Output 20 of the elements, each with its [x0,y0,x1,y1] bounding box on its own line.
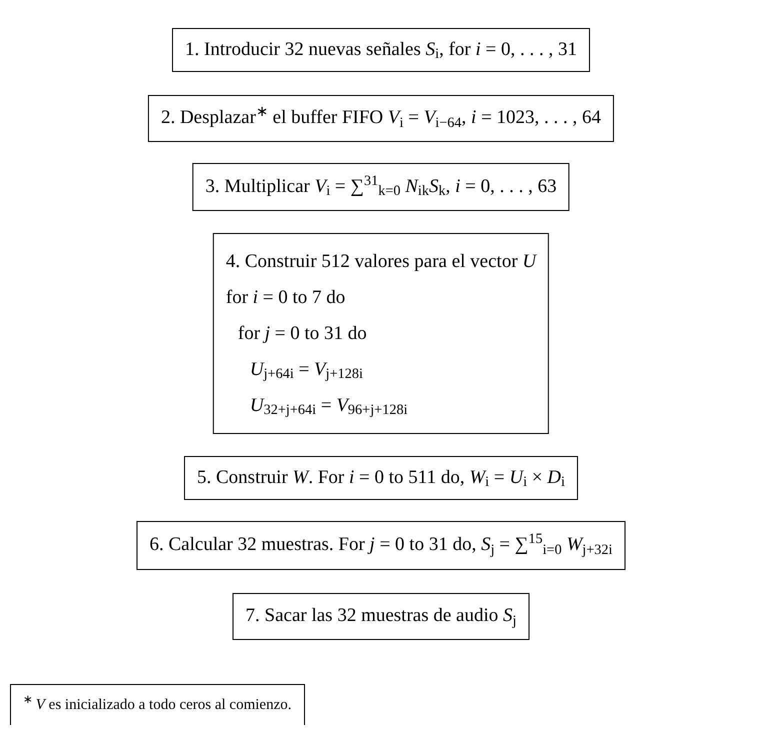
step-text: 1. Introducir 32 nuevas señales S$_{i}$, for i = 0, . . . , 31 [185,38,577,64]
pseudocode-line: for i = 0 to 7 do [226,286,346,310]
step-text: 4. Construir 512 valores para el vector U [226,250,536,274]
footnote-text: $^{∗}$ V es inicializado a todo ceros al comienzo. [23,694,292,715]
step-box [184,456,578,500]
step-box [148,95,614,142]
pseudocode-line: U$_{j+64i}$ = V$_{j+128i}$ [248,358,364,384]
step-box [212,233,550,434]
footnote-box [10,684,304,725]
step-text: 5. Construir W. For i = 0 to 511 do, W$_{i}$ = U$_{i}$ × D$_{i}$ [197,466,565,492]
step-text: 3. Multiplicar V$_{i}$ = ∑$^{31}$$_{k=0}$ N$_{ik}$S$_{k}$, i = 0, . . . , 63 [205,172,557,202]
step-text: 7. Sacar las 32 muestras de audio S$_{j}$ [246,604,516,631]
step-box [232,593,530,640]
step-box [192,163,570,211]
step-text: 6. Calcular 32 muestras. For j = 0 to 31 do, S$_{j}$ = ∑$^{15}$$_{i=0}$ W$_{j+32i}$ [150,531,612,560]
step-box [136,521,626,570]
pseudocode-line: U$_{32+j+64i}$ = V$_{96+j+128i}$ [248,394,409,420]
pseudocode-line: for j = 0 to 31 do [236,322,368,346]
step-text: 2. Desplazar$^{∗}$ el buffer FIFO V$_{i}$ = V$_{i−64}$, i = 1023, . . . , 64 [160,104,602,133]
step-box [172,28,590,72]
